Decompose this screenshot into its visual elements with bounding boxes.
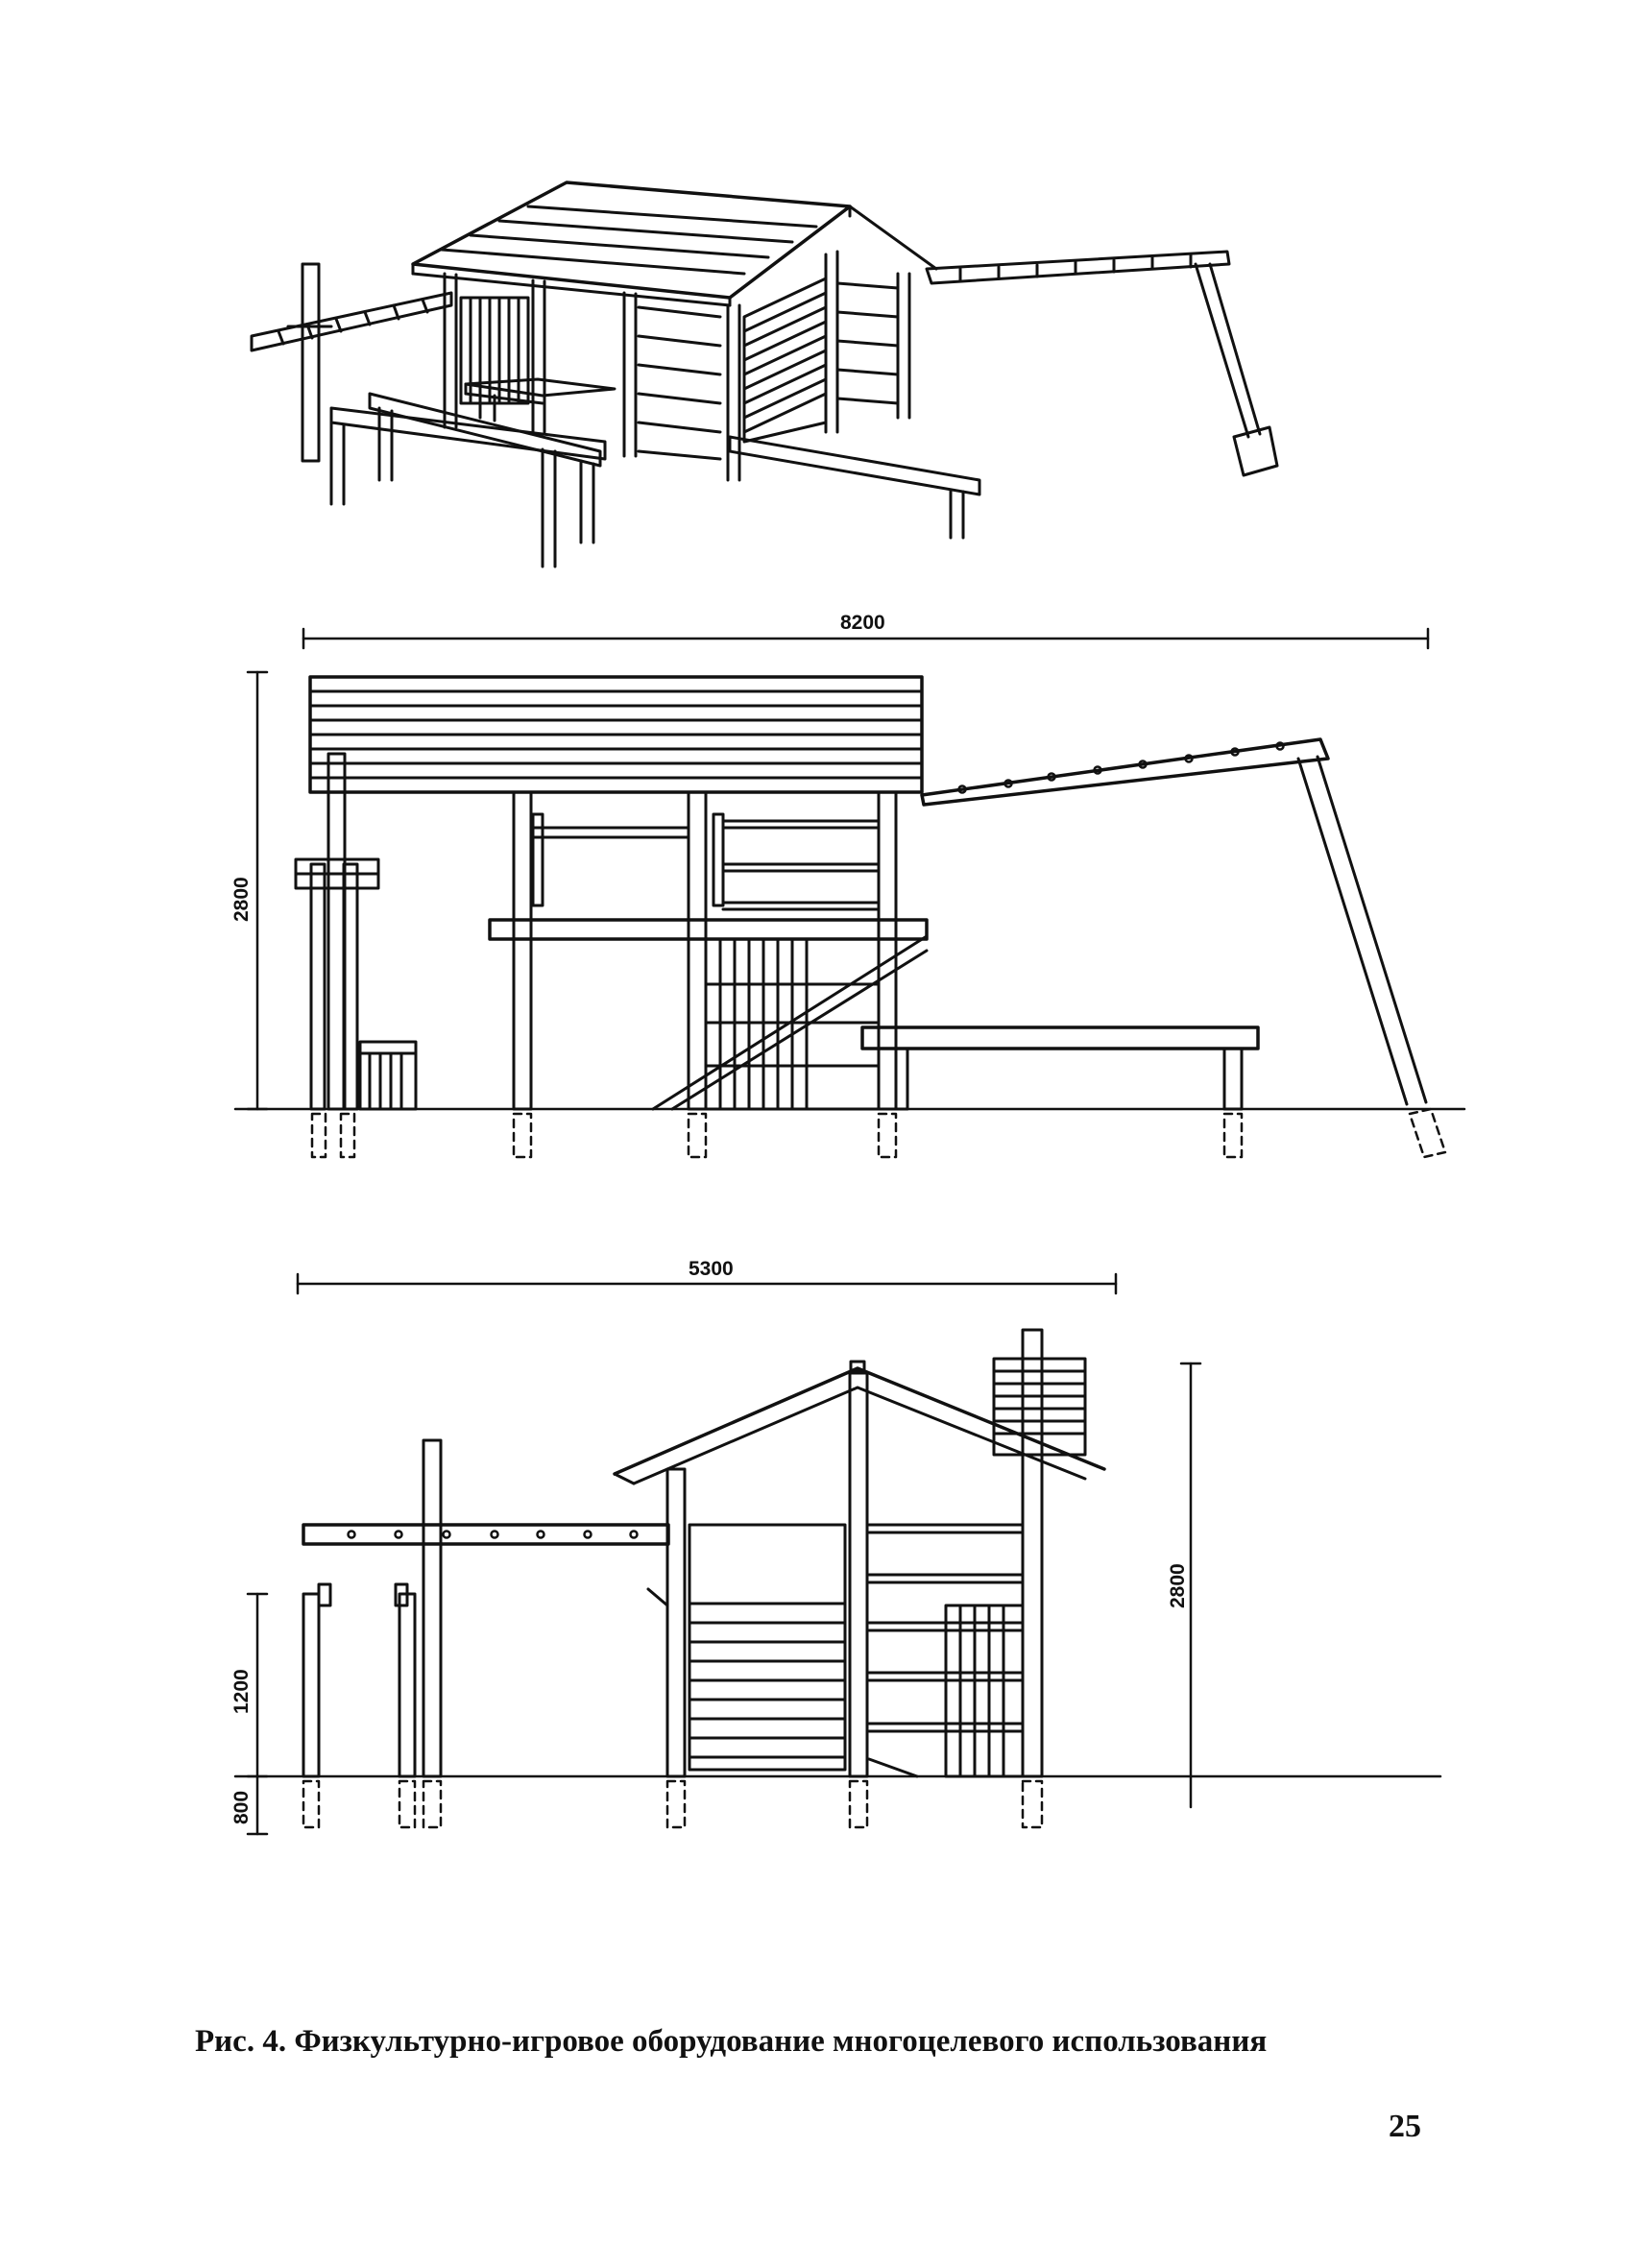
side-elevation: 5300 2800 1200 800 bbox=[230, 1258, 1442, 1836]
front-elevation: 8200 2800 bbox=[230, 612, 1466, 1159]
dimension-800: 800 bbox=[230, 1791, 253, 1824]
page-number: 25 bbox=[1389, 2109, 1421, 2144]
dimension-8200: 8200 bbox=[840, 612, 885, 634]
figure-caption: Рис. 4. Физкультурно-игровое оборудовани… bbox=[195, 2024, 1268, 2059]
dimension-2800: 2800 bbox=[230, 877, 253, 922]
perspective-view bbox=[250, 181, 1279, 568]
dimension-1200: 1200 bbox=[230, 1669, 253, 1714]
dimension-2800-side: 2800 bbox=[1167, 1563, 1189, 1608]
dimension-5300: 5300 bbox=[689, 1258, 734, 1280]
